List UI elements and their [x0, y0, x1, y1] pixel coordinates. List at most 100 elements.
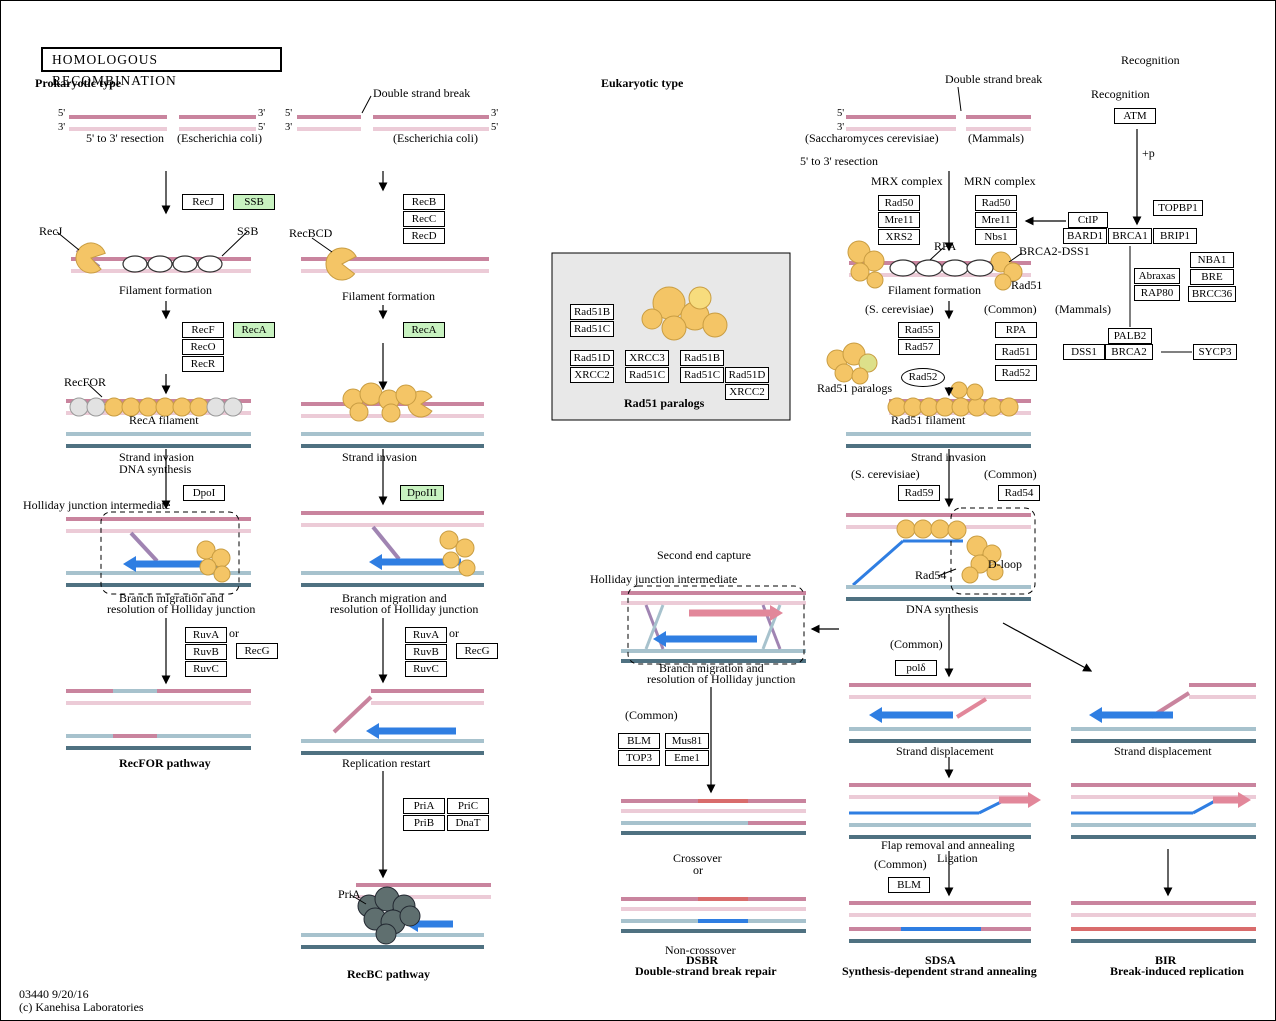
gene-box-ruva[interactable]: RuvA	[185, 627, 227, 643]
gene-box-rad59[interactable]: Rad59	[898, 485, 940, 501]
map-id-text: 03440 9/20/16	[19, 987, 89, 1001]
gene-box-rap80[interactable]: RAP80	[1134, 285, 1180, 301]
diagram-label: (Common)	[874, 857, 927, 871]
gene-box-rad51d[interactable]: Rad51D	[570, 350, 614, 366]
gene-box-pol[interactable]: polδ	[895, 660, 937, 676]
gene-box-rad51[interactable]: Rad51	[995, 344, 1037, 360]
ssb-rpa-oval	[147, 255, 173, 273]
gene-box-xrcc2[interactable]: XRCC2	[570, 367, 614, 383]
gene-box-sycp3[interactable]: SYCP3	[1193, 344, 1237, 360]
gene-box-reca[interactable]: RecA	[403, 322, 445, 338]
gene-box-top3[interactable]: TOP3	[618, 750, 660, 766]
gene-box-nba1[interactable]: NBA1	[1190, 252, 1234, 268]
diagram-label: (Common)	[625, 708, 678, 722]
gene-box-recg[interactable]: RecG	[456, 643, 498, 659]
gene-box-mre11[interactable]: Mre11	[878, 212, 920, 228]
gene-box-ctip[interactable]: CtIP	[1068, 212, 1108, 228]
gene-box-recg[interactable]: RecG	[236, 643, 278, 659]
diagram-label: RecBCD	[289, 226, 333, 240]
gene-box-abraxas[interactable]: Abraxas	[1134, 268, 1180, 284]
gene-box-ruva[interactable]: RuvA	[405, 627, 447, 643]
gene-box-prib[interactable]: PriB	[403, 815, 445, 831]
protein-blob	[395, 384, 417, 406]
gene-box-recc[interactable]: RecC	[403, 211, 445, 227]
gene-oval-rad52[interactable]: Rad52	[901, 368, 945, 387]
protein-blob	[850, 262, 870, 282]
pathway-title: HOMOLOGOUS RECOMBINATION	[41, 47, 282, 88]
gene-box-recb[interactable]: RecB	[403, 194, 445, 210]
gene-box-brip1[interactable]: BRIP1	[1153, 228, 1197, 244]
gene-box-blm[interactable]: BLM	[618, 733, 660, 749]
gene-box-ruvb[interactable]: RuvB	[405, 644, 447, 660]
gene-box-eme1[interactable]: Eme1	[665, 750, 709, 766]
gene-box-rad51c[interactable]: Rad51C	[680, 367, 724, 383]
connector-line	[350, 894, 367, 905]
gene-box-recd[interactable]: RecD	[403, 228, 445, 244]
gene-box-blm[interactable]: BLM	[888, 877, 930, 893]
diagram-label: Non-crossover	[665, 943, 736, 957]
dna-strand	[644, 604, 665, 650]
gene-box-atm[interactable]: ATM	[1114, 108, 1156, 124]
diagram-label: Filament formation	[888, 283, 981, 297]
gene-box-ruvc[interactable]: RuvC	[405, 661, 447, 677]
section-header: Prokaryotic type	[35, 77, 121, 90]
gene-box-recj[interactable]: RecJ	[182, 194, 224, 210]
gene-box-rad51b[interactable]: Rad51B	[680, 350, 724, 366]
gene-box-bre[interactable]: BRE	[1190, 269, 1234, 285]
gene-box-rad50[interactable]: Rad50	[878, 195, 920, 211]
gene-box-rad50[interactable]: Rad50	[975, 195, 1017, 211]
gene-box-dnat[interactable]: DnaT	[447, 815, 489, 831]
gene-box-mus81[interactable]: Mus81	[665, 733, 709, 749]
gene-box-topbp1[interactable]: TOPBP1	[1153, 200, 1203, 216]
gene-box-xrcc2[interactable]: XRCC2	[725, 384, 769, 400]
gene-box-rad54[interactable]: Rad54	[998, 485, 1040, 501]
gene-box-xrs2[interactable]: XRS2	[878, 229, 920, 245]
diagram-label: Replication restart	[342, 756, 431, 770]
gene-box-rad51d[interactable]: Rad51D	[725, 367, 769, 383]
gene-box-brca2[interactable]: BRCA2	[1105, 344, 1153, 360]
gene-box-rad52[interactable]: Rad52	[995, 365, 1037, 381]
gene-box-bard1[interactable]: BARD1	[1063, 228, 1107, 244]
gene-box-dss1[interactable]: DSS1	[1063, 344, 1105, 360]
ssb-rpa-oval	[915, 259, 943, 277]
gene-box-nbs1[interactable]: Nbs1	[975, 229, 1017, 245]
gene-box-recr[interactable]: RecR	[182, 356, 224, 372]
gene-box-pria[interactable]: PriA	[403, 798, 445, 814]
gene-box-brcc36[interactable]: BRCC36	[1188, 286, 1236, 302]
diagram-label: resolution of Holliday junction	[330, 602, 479, 616]
gene-box-rad57[interactable]: Rad57	[898, 339, 940, 355]
gene-box-rad51c[interactable]: Rad51C	[570, 321, 614, 337]
protein-blob	[199, 558, 217, 576]
gene-box-ruvc[interactable]: RuvC	[185, 661, 227, 677]
protein-blob	[641, 308, 663, 330]
gene-box-xrcc3[interactable]: XRCC3	[625, 350, 669, 366]
gene-box-palb2[interactable]: PALB2	[1108, 328, 1152, 344]
protein-blob	[702, 312, 728, 338]
diagram-label: Filament formation	[342, 289, 435, 303]
connector-line	[56, 231, 80, 251]
gene-box-dpoi[interactable]: DpoI	[183, 485, 225, 501]
gene-box-pric[interactable]: PriC	[447, 798, 489, 814]
diagram-label: (S. cerevisiae)	[851, 467, 920, 481]
diagram-label: 5'	[58, 108, 66, 119]
gene-box-recf[interactable]: RecF	[182, 322, 224, 338]
gene-box-rpa[interactable]: RPA	[995, 322, 1037, 338]
gene-box-rad51c[interactable]: Rad51C	[625, 367, 669, 383]
gene-box-dpoiii[interactable]: DpoIII	[400, 485, 444, 501]
diagram-label: Holliday junction intermediate	[590, 572, 738, 586]
gene-box-mre11[interactable]: Mre11	[975, 212, 1017, 228]
gene-box-rad55[interactable]: Rad55	[898, 322, 940, 338]
replication-arrow	[1213, 792, 1251, 808]
gene-box-brca1[interactable]: BRCA1	[1108, 228, 1152, 244]
gene-box-reca[interactable]: RecA	[233, 322, 275, 338]
protein-blob	[999, 397, 1019, 417]
protein-blob	[913, 519, 933, 539]
gene-box-reco[interactable]: RecO	[182, 339, 224, 355]
diagram-label: BRCA2-DSS1	[1019, 244, 1090, 258]
diagram-label: +p	[1142, 146, 1155, 160]
ssb-rpa-oval	[889, 259, 917, 277]
diagram-label: Strand invasion	[119, 450, 194, 464]
gene-box-ruvb[interactable]: RuvB	[185, 644, 227, 660]
gene-box-ssb[interactable]: SSB	[233, 194, 275, 210]
gene-box-rad51b[interactable]: Rad51B	[570, 304, 614, 320]
